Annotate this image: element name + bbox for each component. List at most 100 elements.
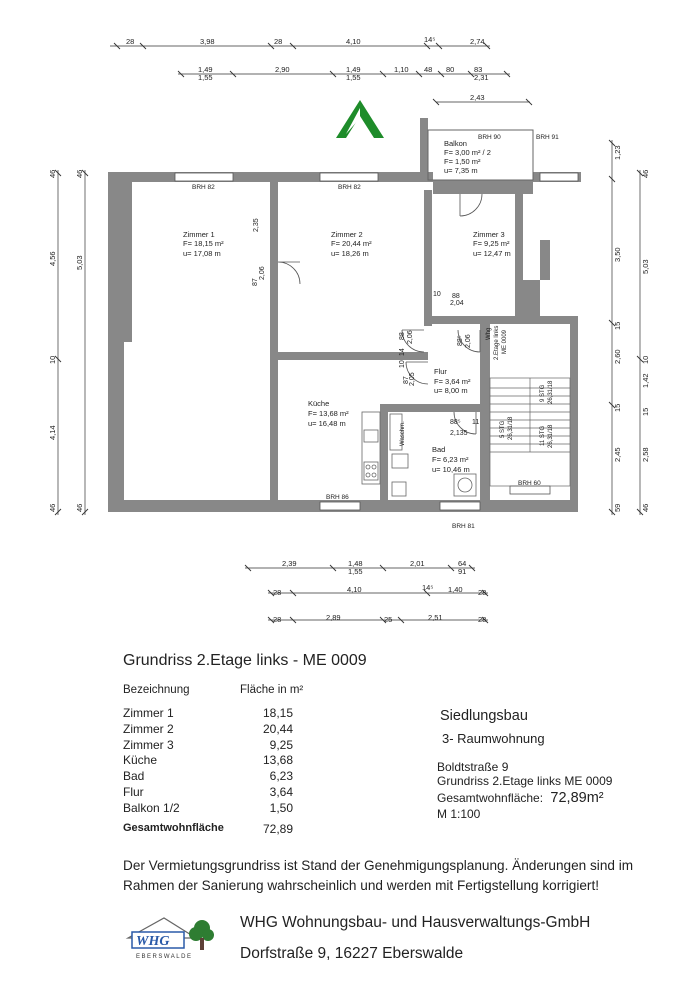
svg-text:1,55: 1,55 <box>346 73 361 82</box>
svg-text:BRH 91: BRH 91 <box>536 134 559 141</box>
window-sill-labels: BRH 82 BRH 82 BRH 90 BRH 91 BRH 86 BRH 8… <box>192 134 559 530</box>
svg-text:2,06: 2,06 <box>259 266 266 280</box>
svg-text:28: 28 <box>478 615 486 624</box>
svg-text:28: 28 <box>273 615 281 624</box>
svg-text:87: 87 <box>252 278 259 286</box>
svg-text:2,51: 2,51 <box>428 613 443 622</box>
svg-text:F= 18,15 m²: F= 18,15 m² <box>183 239 224 248</box>
svg-text:46: 46 <box>75 170 84 178</box>
svg-text:46: 46 <box>641 170 650 178</box>
plan-title: Grundriss 2.Etage links - ME 0009 <box>123 652 367 669</box>
room-name-flur: Flur <box>434 367 447 376</box>
svg-text:1,40: 1,40 <box>448 585 463 594</box>
svg-text:Waschm.: Waschm. <box>400 421 406 446</box>
svg-text:1,55: 1,55 <box>198 73 213 82</box>
svg-text:9 STG: 9 STG <box>540 384 546 402</box>
svg-text:87: 87 <box>403 376 410 384</box>
svg-text:BRH 81: BRH 81 <box>452 523 475 530</box>
svg-text:2.Etage links: 2.Etage links <box>494 326 500 360</box>
room-labels: Zimmer 1 F= 18,15 m² u= 17,08 m Zimmer 2… <box>183 139 511 474</box>
room-name-zimmer-1: Zimmer 1 <box>183 230 215 239</box>
floor-plan: 28 3,98 28 4,10 14⁵ 2,74 1,49 1,55 2,90 … <box>48 35 650 624</box>
svg-text:91: 91 <box>458 567 466 576</box>
svg-text:1,48: 1,48 <box>348 559 363 568</box>
svg-text:11: 11 <box>472 419 479 426</box>
svg-text:15: 15 <box>613 322 622 330</box>
company-logo: WHG EBERSWALDE <box>125 917 214 960</box>
svg-text:2,43: 2,43 <box>470 93 485 102</box>
svg-text:88⁵: 88⁵ <box>457 335 464 346</box>
svg-text:u= 10,46 m: u= 10,46 m <box>432 465 470 474</box>
svg-text:59: 59 <box>613 504 622 512</box>
svg-text:F= 20,44 m²: F= 20,44 m² <box>331 239 372 248</box>
total-area: Gesamtwohnfläche: 72,89m² <box>437 790 604 806</box>
col-area: Fläche in m² <box>240 684 304 696</box>
svg-text:1,49: 1,49 <box>346 65 361 74</box>
stair-labels: 9 STG 26,31/18 5 STG 26,31/18 11 STG 26,… <box>400 326 554 448</box>
svg-text:BRH 86: BRH 86 <box>326 494 349 501</box>
door-swings <box>277 193 483 435</box>
total-label: Gesamtwohnfläche <box>123 822 224 834</box>
svg-text:F= 13,68 m²: F= 13,68 m² <box>308 409 349 418</box>
svg-text:F= 9,25 m²: F= 9,25 m² <box>473 239 510 248</box>
svg-text:2,35: 2,35 <box>253 218 260 232</box>
svg-text:25: 25 <box>384 615 392 624</box>
company-name: WHG Wohnungsbau- und Hausverwaltungs-Gmb… <box>240 914 591 931</box>
svg-text:ME 0009: ME 0009 <box>502 329 508 354</box>
svg-text:3,50: 3,50 <box>613 247 622 262</box>
svg-text:BRH 90: BRH 90 <box>478 134 501 141</box>
svg-text:F= 1,50 m²: F= 1,50 m² <box>444 157 481 166</box>
svg-text:3,98: 3,98 <box>200 37 215 46</box>
svg-text:4,10: 4,10 <box>347 585 362 594</box>
total-value: 72,89 <box>262 822 293 836</box>
svg-text:2,89: 2,89 <box>326 613 341 622</box>
north-arrow-icon <box>336 100 384 138</box>
svg-text:28: 28 <box>274 37 282 46</box>
svg-text:10: 10 <box>433 291 441 298</box>
svg-text:26,31/18: 26,31/18 <box>508 416 514 440</box>
dimension-labels: 28 3,98 28 4,10 14⁵ 2,74 1,49 1,55 2,90 … <box>48 35 650 624</box>
svg-text:BRH 60: BRH 60 <box>518 480 541 487</box>
room-name-bad: Bad <box>432 445 445 454</box>
room-count: 3- Raumwohnung <box>442 731 545 746</box>
svg-text:2,39: 2,39 <box>282 559 297 568</box>
svg-text:83: 83 <box>474 65 482 74</box>
col-label: Bezeichnung <box>123 684 190 696</box>
company-address: Dorfstraße 9, 16227 Eberswalde <box>240 945 464 962</box>
svg-text:88: 88 <box>399 332 406 340</box>
svg-text:2,45: 2,45 <box>613 447 622 462</box>
svg-text:5,03: 5,03 <box>641 259 650 274</box>
total-area-value: 72,89m² <box>550 790 604 806</box>
svg-text:46: 46 <box>48 170 57 178</box>
svg-text:2,90: 2,90 <box>275 65 290 74</box>
svg-text:5 STG: 5 STG <box>500 420 506 438</box>
svg-text:2,31: 2,31 <box>474 73 489 82</box>
room-name-zimmer-3: Zimmer 3 <box>473 230 505 239</box>
balcony-outline <box>427 129 534 181</box>
svg-text:15: 15 <box>641 408 650 416</box>
svg-text:14: 14 <box>399 348 406 356</box>
svg-text:2,58: 2,58 <box>641 447 650 462</box>
svg-text:2,06: 2,06 <box>407 330 414 344</box>
svg-text:14⁵: 14⁵ <box>424 35 435 44</box>
svg-text:88: 88 <box>452 293 460 300</box>
svg-text:4,56: 4,56 <box>48 251 57 266</box>
svg-text:u= 18,26 m: u= 18,26 m <box>331 249 369 258</box>
svg-text:14⁵: 14⁵ <box>422 583 433 592</box>
svg-text:EBERSWALDE: EBERSWALDE <box>136 954 192 960</box>
svg-text:BRH 82: BRH 82 <box>192 184 215 191</box>
svg-text:F= 3,64 m²: F= 3,64 m² <box>434 377 471 386</box>
svg-text:26,31/18: 26,31/18 <box>548 380 554 404</box>
svg-text:u= 7,35 m: u= 7,35 m <box>444 166 478 175</box>
svg-text:26,31/18: 26,31/18 <box>548 424 554 448</box>
svg-text:2,135: 2,135 <box>450 430 468 437</box>
staircase <box>489 377 571 487</box>
svg-text:80: 80 <box>446 65 454 74</box>
